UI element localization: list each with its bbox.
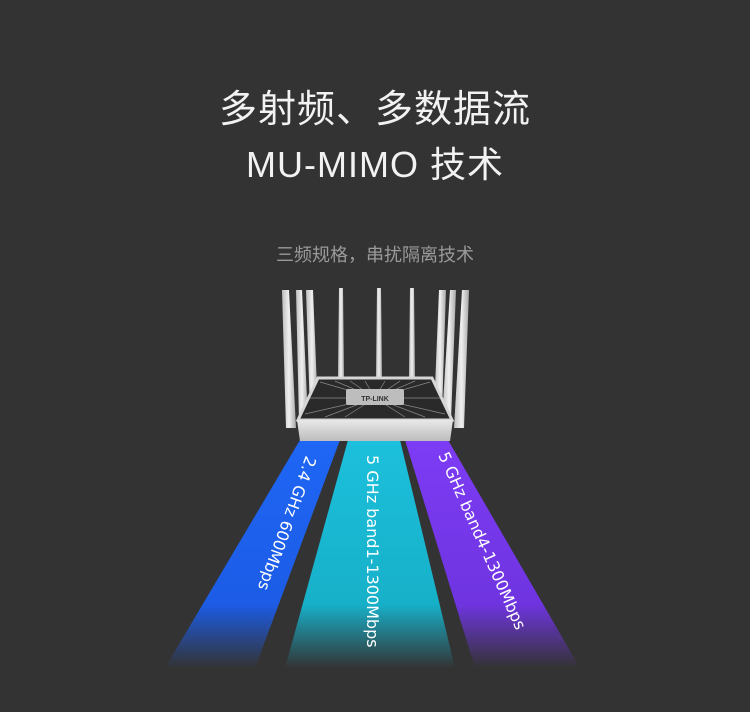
band-beam-2-4ghz	[165, 440, 340, 668]
band-beam-5ghz-band1	[285, 440, 455, 668]
band-label-5ghz-band1: 5 GHz band1-1300Mbps	[363, 455, 382, 648]
antennas-right	[434, 290, 469, 428]
headline-line-2: MU-MIMO 技术	[246, 144, 504, 185]
headline-line-1: 多射频、多数据流	[218, 87, 531, 131]
subtitle: 三频规格，串扰隔离技术	[276, 245, 474, 266]
antennas-back	[338, 288, 415, 380]
router-brand-logo: TP-LINK	[361, 396, 389, 403]
router-body: TP-LINK	[295, 376, 455, 441]
band-beam-5ghz-band4	[405, 440, 580, 668]
